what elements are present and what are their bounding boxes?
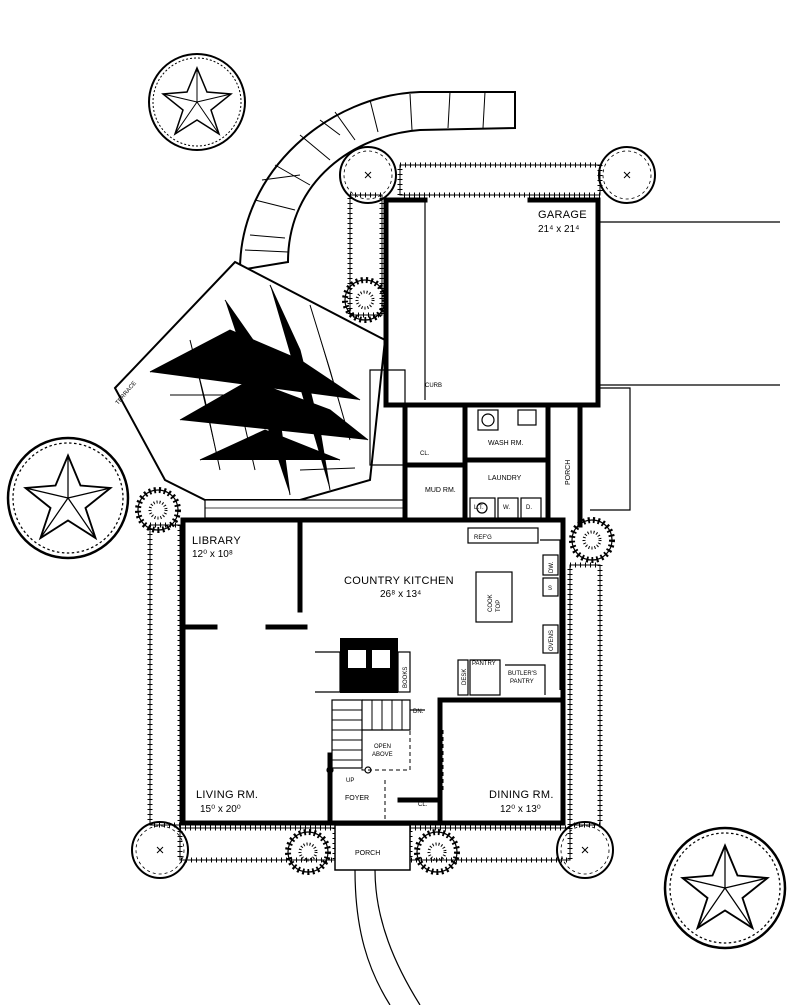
dining-room-dimensions: 12⁰ x 13⁰ [500,804,541,815]
ovens-label: OVENS [549,630,555,651]
tree-icon [148,53,246,151]
kitchen-label: COUNTRY KITCHEN [344,575,454,587]
garage [383,197,780,511]
tree-icon [598,146,656,204]
desk-label: DESK [462,669,468,685]
living-room-dimensions: 15⁰ x 20⁰ [200,804,241,815]
butlers-pantry-label: BUTLER'S [508,671,537,677]
wash-room-label: WASH RM. [488,440,524,447]
laundry-tub-label: L.T. [474,505,484,511]
washer-label: W. [503,505,510,511]
down-label: DN. [413,709,424,715]
library-label: LIBRARY [192,535,241,547]
pantry-label: PANTRY [472,661,496,667]
shrub-icon [138,490,178,530]
laundry-label: LAUNDRY [488,475,522,482]
service-wing [369,369,583,528]
tree-icon [663,826,787,950]
curb-label: CURB [425,383,442,389]
mud-room-label: MUD RM. [425,487,456,494]
front-porch [334,824,421,1005]
closet-label: CL. [418,802,428,808]
books-label: BOOKS [403,667,409,688]
garage-label: GARAGE [538,209,587,221]
refrigerator-label: REF'G [474,535,492,541]
open-above-label-2: ABOVE [372,752,393,758]
kitchen-dimensions: 26⁸ x 13⁴ [380,589,421,600]
butlers-pantry-label-2: PANTRY [510,679,534,685]
staircase [326,699,425,774]
house-exterior-walls [180,517,566,826]
dryer-label: D. [526,505,532,511]
library-dimensions: 12⁰ x 10⁸ [192,549,233,560]
shrub-icon [288,832,328,872]
garage-dimensions: 21⁴ x 21⁴ [538,224,579,235]
side-porch-label: PORCH [565,460,572,485]
sink-label: S [548,586,552,592]
dishwasher-label: DW. [549,561,555,573]
cooktop-label-2: TOP [496,600,502,612]
up-label: UP [346,778,354,784]
living-room-label: LIVING RM. [196,789,258,801]
stone-walkway [113,91,516,519]
tree-icon [6,436,130,560]
foyer-dashes [329,730,444,825]
front-porch-label: PORCH [355,850,380,857]
closet-label: CL. [420,451,430,457]
fireplace [315,638,411,693]
open-above-label: OPEN [374,744,391,750]
cooktop-label: COOK [488,594,494,612]
shrub-icon [417,832,457,872]
foyer-label: FOYER [345,795,369,802]
dining-room-label: DINING RM. [489,789,554,801]
